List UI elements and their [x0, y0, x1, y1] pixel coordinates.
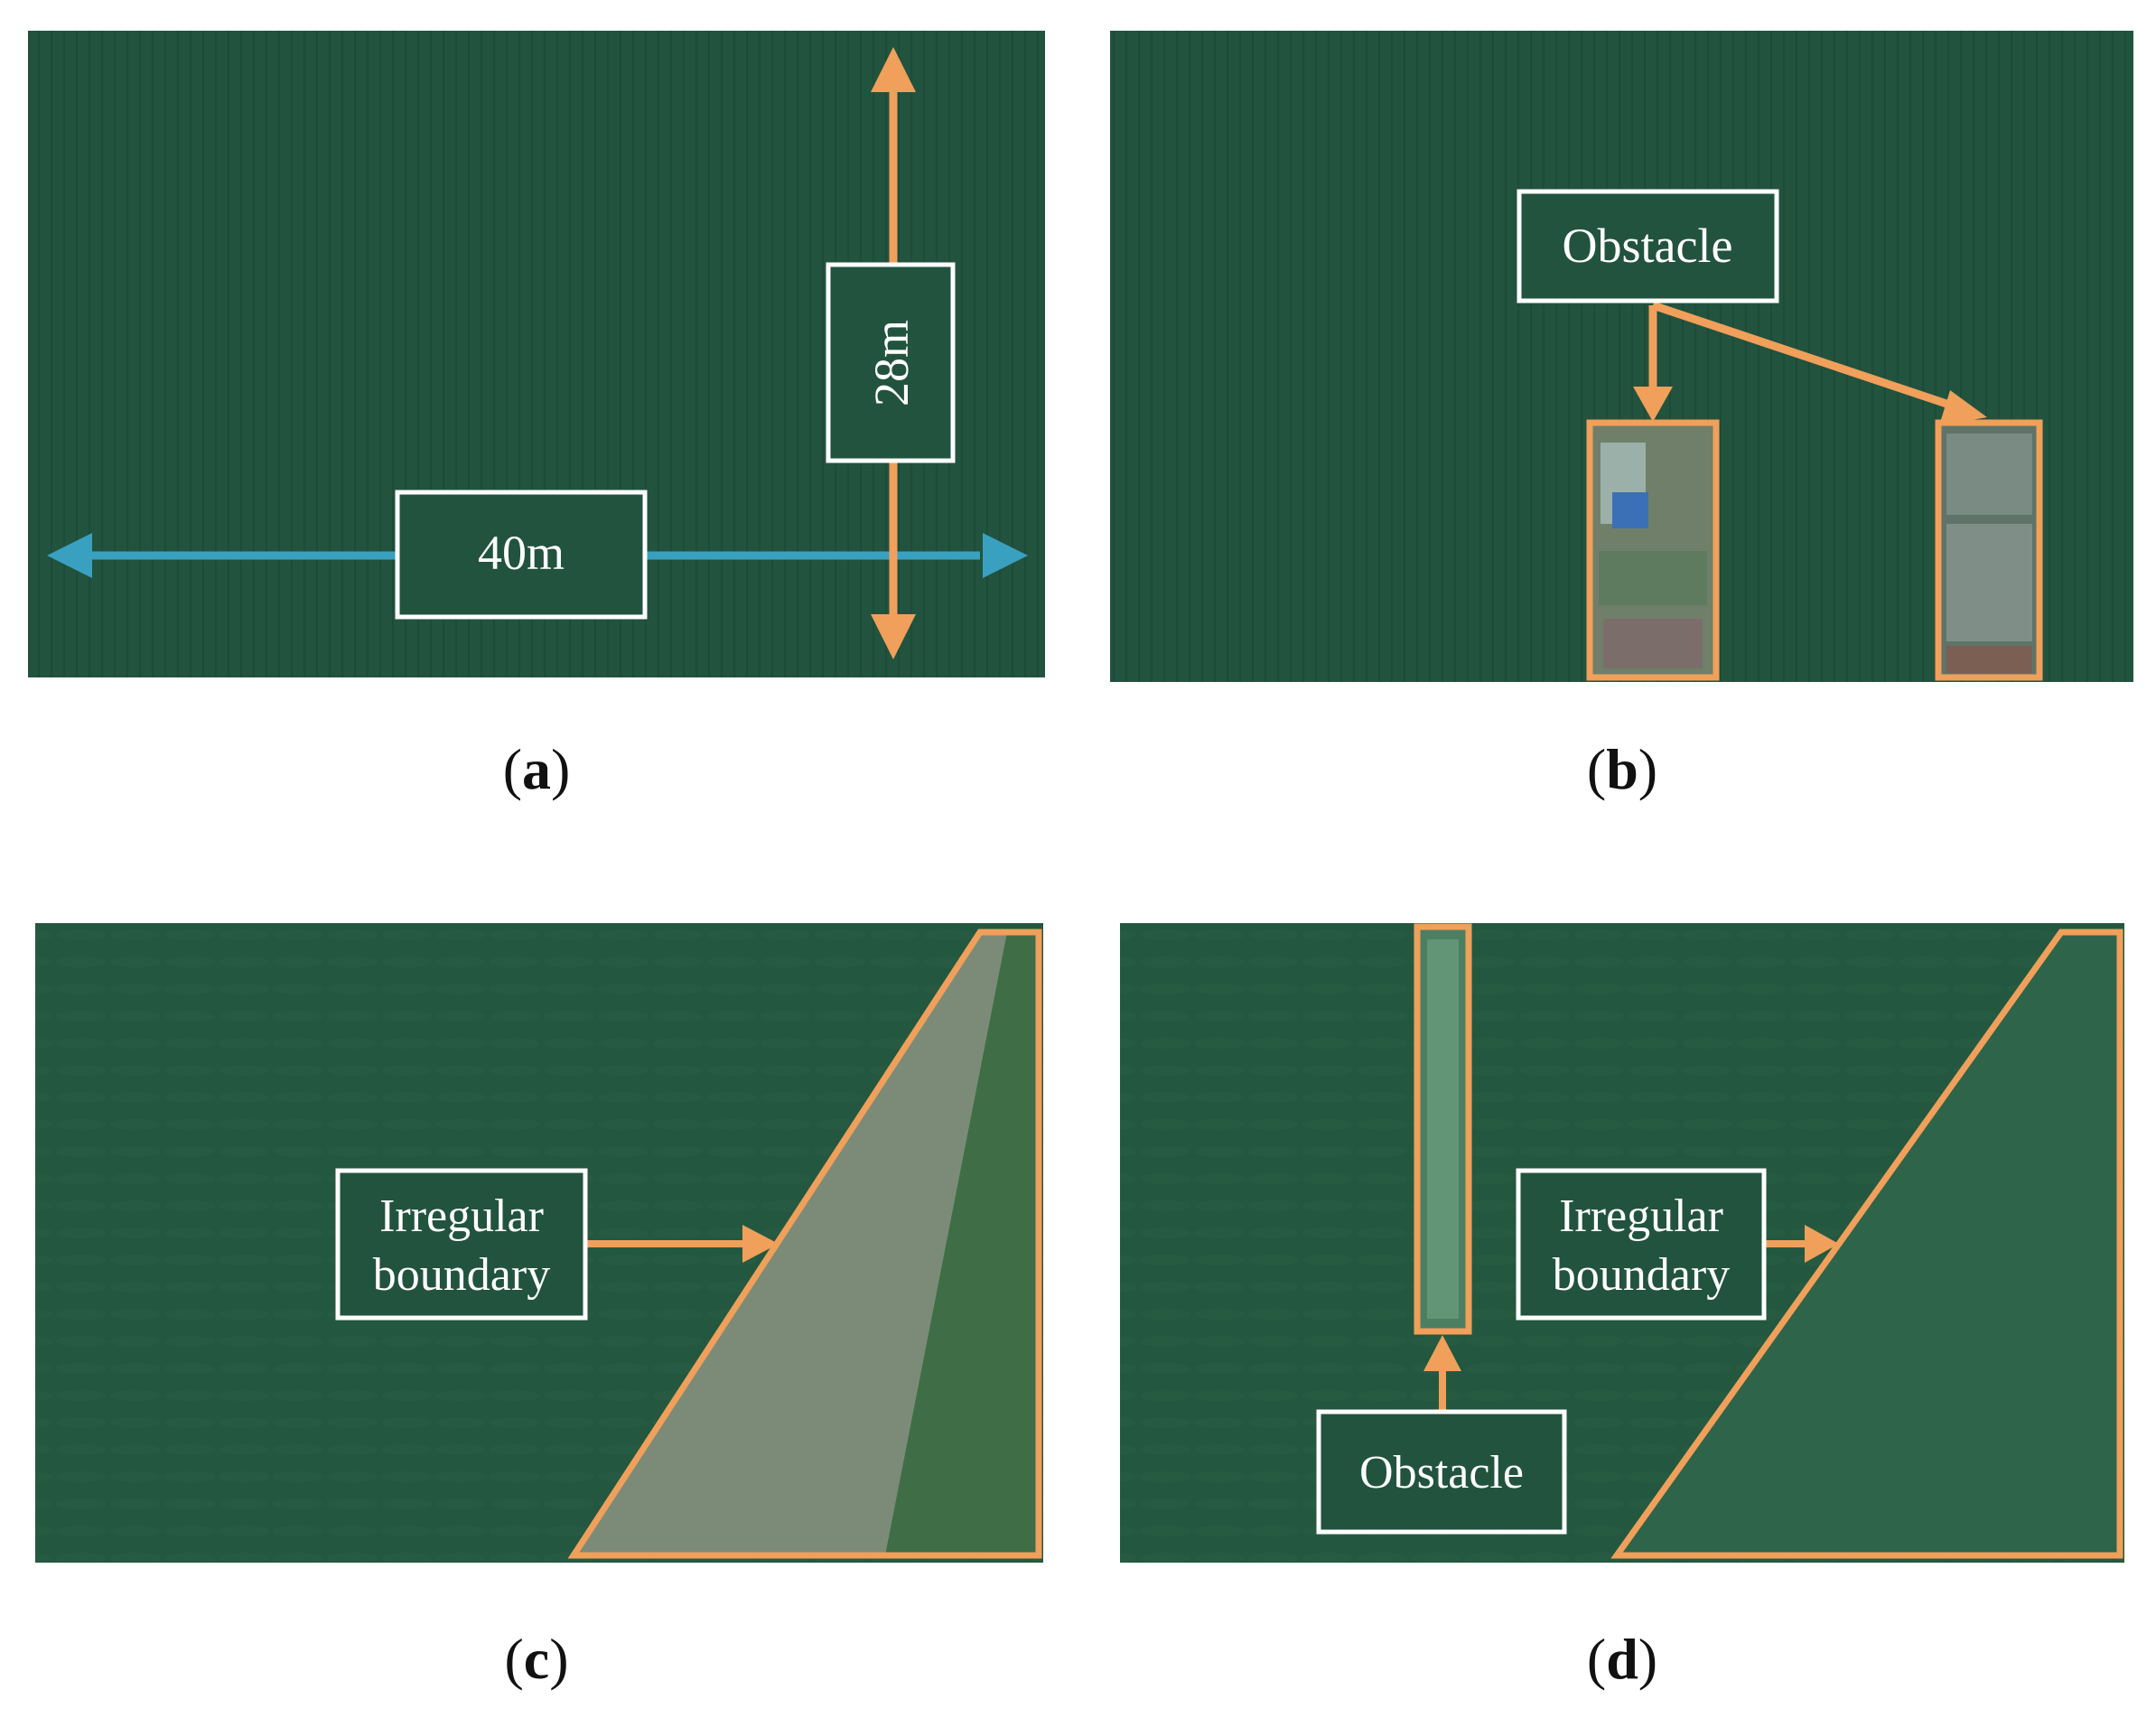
- arrow-to-boundary-c: [742, 1225, 779, 1263]
- boundary-label-d-line1: Irregular: [1559, 1190, 1723, 1242]
- arrow-to-obstacle-d: [1423, 1335, 1461, 1371]
- boundary-label-c-line1: Irregular: [379, 1190, 544, 1242]
- arrow-to-obstacle-right: [1939, 390, 1987, 425]
- panel-a: 40m 28m: [28, 31, 1045, 677]
- panel-c: Irregular boundary: [35, 923, 1043, 1563]
- caption-d: (d): [1586, 1627, 1658, 1691]
- caption-c: (c): [504, 1627, 569, 1691]
- panel-b: Obstacle: [1110, 31, 2133, 682]
- boundary-label-c-line2: boundary: [373, 1249, 550, 1301]
- panel-d: Obstacle Irregular boundary: [1120, 923, 2124, 1563]
- height-label-text: 28m: [864, 320, 919, 406]
- caption-b: (b): [1586, 737, 1658, 801]
- caption-a-letter: a: [522, 737, 551, 801]
- irregular-boundary-outline-d: [1610, 929, 2123, 1559]
- height-label: 28m: [826, 262, 956, 463]
- caption-d-letter: d: [1606, 1627, 1638, 1691]
- arrow-to-obstacle-left: [1633, 387, 1673, 422]
- textured-area-d: [1617, 932, 2120, 1555]
- obstacle-label-b-text: Obstacle: [1563, 219, 1733, 273]
- obstacle-label-d-text: Obstacle: [1359, 1447, 1524, 1499]
- obstacle-region-right: [1935, 419, 2043, 681]
- boundary-label-c: Irregular boundary: [335, 1168, 588, 1321]
- width-label: 40m: [395, 490, 648, 620]
- obstacle-region-left: [1586, 419, 1720, 681]
- obstacle-label-d: Obstacle: [1316, 1409, 1567, 1535]
- boundary-label-d: Irregular boundary: [1516, 1168, 1767, 1321]
- irregular-boundary-outline-c: [567, 929, 1042, 1559]
- arrow-to-boundary-d: [1805, 1225, 1839, 1263]
- obstacle-strip-d: [1414, 923, 1472, 1335]
- boundary-label-d-line2: boundary: [1553, 1249, 1730, 1301]
- caption-c-letter: c: [523, 1627, 550, 1691]
- caption-a: (a): [502, 737, 571, 801]
- caption-b-letter: b: [1606, 737, 1638, 801]
- obstacle-label-b: Obstacle: [1517, 189, 1779, 303]
- width-label-text: 40m: [478, 526, 565, 580]
